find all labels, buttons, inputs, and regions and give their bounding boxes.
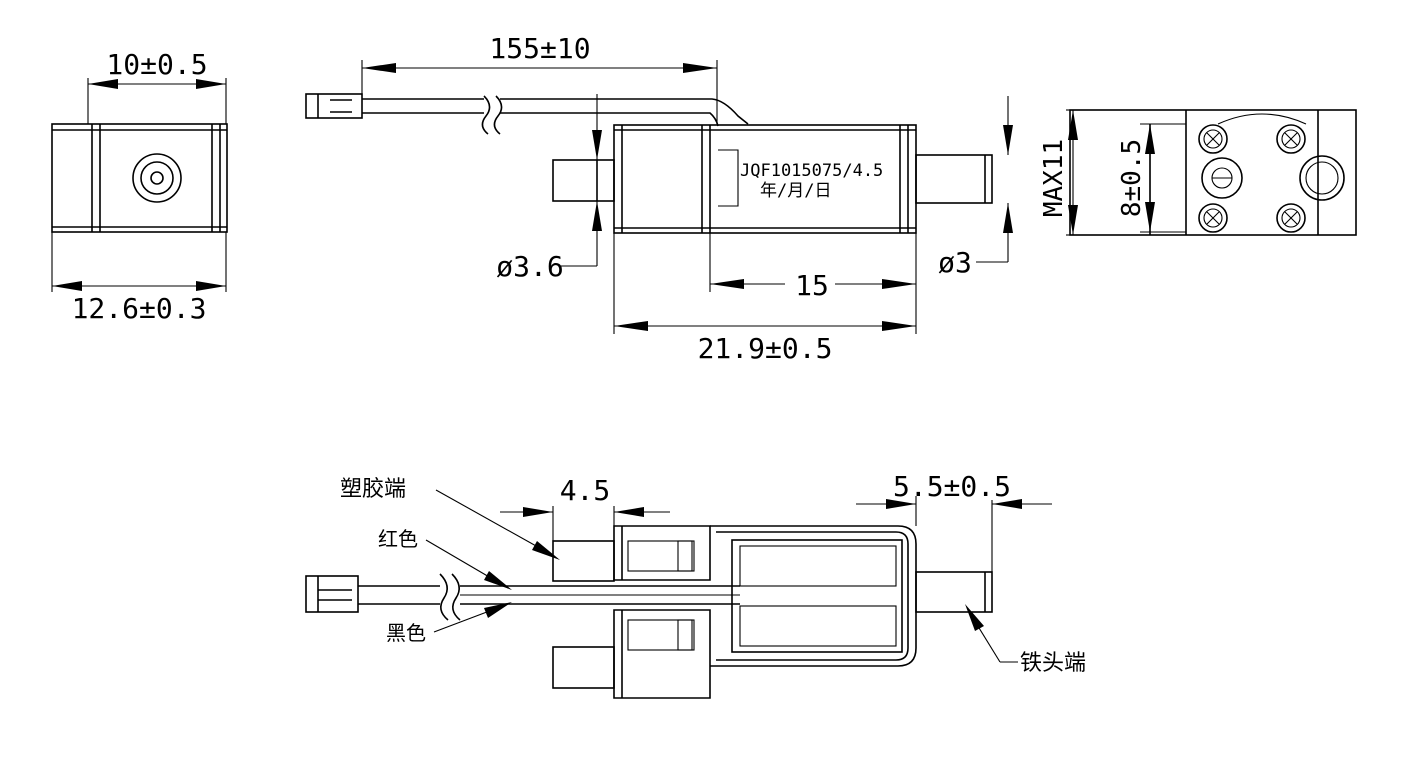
end-view: MAX11 8±0.5 — [1039, 109, 1357, 236]
cable-length-dim: 155±10 — [489, 32, 590, 65]
front-view: 10±0.5 12.6±0.3 — [51, 48, 228, 325]
stroke-iron-dim: 5.5±0.5 — [893, 470, 1011, 503]
red-wire-label: 红色 — [378, 527, 418, 551]
date-marking: 年/月/日 — [760, 181, 831, 201]
model-marking: JQF1015075/4.5 — [740, 161, 883, 181]
stroke-plastic-dim: 4.5 — [560, 474, 611, 507]
side-width-dim: 8±0.5 — [1117, 139, 1147, 217]
iron-end-label: 铁头端 — [1020, 651, 1086, 676]
front-width-dim: 10±0.5 — [106, 48, 207, 81]
black-wire-label: 黑色 — [386, 621, 426, 645]
plunger-dia-left-dim: ø3.6 — [496, 250, 563, 283]
max-height-dim: MAX11 — [1039, 139, 1069, 217]
plastic-end-label: 塑胶端 — [340, 477, 406, 502]
plunger-dia-right-dim: ø3 — [938, 246, 972, 279]
total-length-dim: 21.9±0.5 — [698, 332, 833, 365]
section-view: 4.5 5.5±0.5 塑胶端 红色 黑色 铁头端 — [305, 470, 1086, 699]
main-side-view: JQF1015075/4.5 年/月/日 155±10 ø3.6 ø3 — [305, 32, 1013, 365]
front-height-dim: 12.6±0.3 — [72, 292, 207, 325]
body-length-dim: 15 — [795, 269, 829, 302]
